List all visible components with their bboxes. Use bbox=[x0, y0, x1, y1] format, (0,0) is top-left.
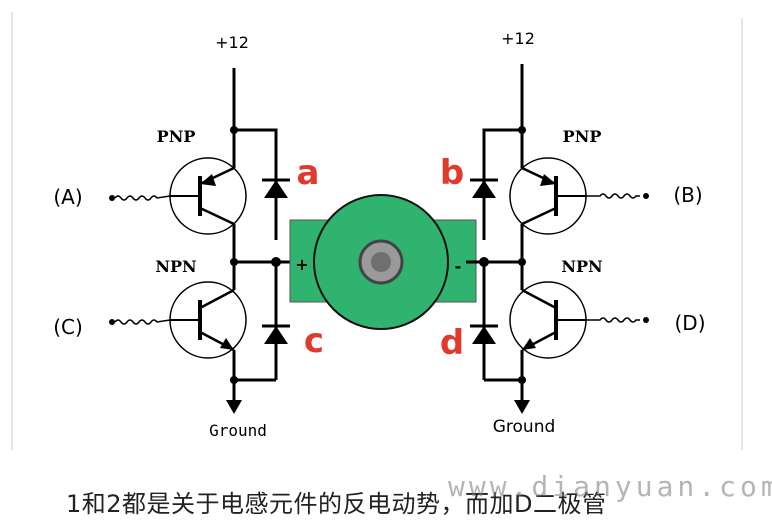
pnp-right-label: PNP bbox=[563, 127, 602, 146]
diode-a bbox=[262, 178, 290, 240]
ground-right-symbol bbox=[514, 400, 530, 414]
motor-minus-label: - bbox=[455, 257, 462, 276]
input-b-resistor bbox=[586, 193, 640, 199]
pnp-left-label: PNP bbox=[157, 127, 196, 146]
right-top-bus bbox=[482, 128, 522, 182]
pnp-right-transistor bbox=[509, 157, 587, 235]
diode-c bbox=[262, 262, 290, 380]
left-mid-node-1 bbox=[230, 258, 238, 266]
ground-right-label: Ground bbox=[493, 417, 556, 437]
right-mid-node-2 bbox=[518, 258, 526, 266]
motor-plus-label: + bbox=[295, 255, 308, 274]
ground-left-symbol bbox=[226, 400, 242, 414]
npn-right-label: NPN bbox=[561, 257, 602, 276]
caption-text: 1和2都是关于电感元件的反电动势，而加D二极管 bbox=[66, 490, 607, 518]
h-bridge-diagram: +12 PNP a (A) NPN bbox=[11, 12, 743, 450]
pnp-left-transistor bbox=[169, 157, 247, 235]
diode-b bbox=[470, 178, 498, 240]
left-top-bus bbox=[234, 128, 278, 182]
watermark: www.dianyuan.com bbox=[448, 470, 772, 503]
npn-left-label: NPN bbox=[155, 257, 196, 276]
input-c-resistor bbox=[114, 319, 171, 325]
input-a-terminal bbox=[109, 195, 115, 201]
ground-left-label: Ground bbox=[209, 421, 267, 440]
input-b-label: (B) bbox=[673, 183, 702, 207]
supply-right-label: +12 bbox=[501, 29, 535, 48]
input-a-label: (A) bbox=[53, 185, 82, 209]
diode-d bbox=[470, 262, 498, 380]
input-d-label: (D) bbox=[674, 311, 705, 335]
npn-right-transistor bbox=[509, 281, 587, 359]
input-b-terminal bbox=[643, 193, 649, 199]
input-c-label: (C) bbox=[53, 315, 83, 339]
npn-left-transistor bbox=[169, 281, 247, 359]
diode-a-label: a bbox=[297, 153, 320, 193]
right-bottom-node bbox=[518, 376, 526, 384]
input-c-terminal bbox=[109, 319, 115, 325]
motor bbox=[289, 194, 477, 330]
input-d-resistor bbox=[586, 317, 640, 323]
input-d-terminal bbox=[643, 317, 649, 323]
supply-left-label: +12 bbox=[215, 33, 249, 52]
diode-d-label: d bbox=[440, 323, 464, 363]
diode-c-label: c bbox=[304, 321, 324, 361]
input-a-resistor bbox=[114, 195, 171, 201]
left-bottom-node bbox=[230, 376, 238, 384]
diode-b-label: b bbox=[440, 153, 464, 193]
